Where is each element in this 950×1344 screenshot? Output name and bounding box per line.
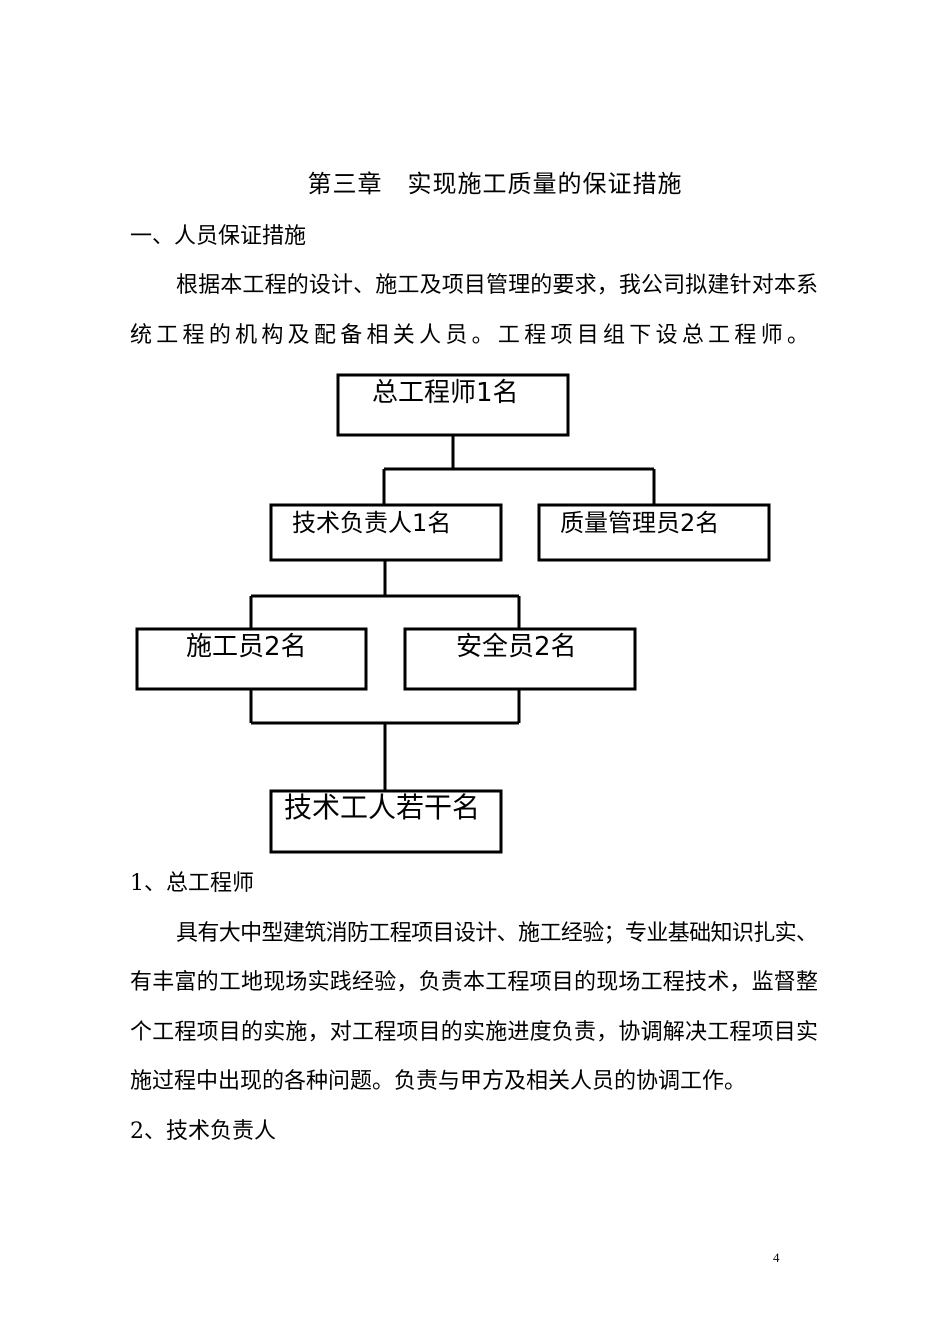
label-tech-workers: 技术工人若干名 [284,791,480,824]
label-constructor: 施工员2名 [186,632,307,662]
intro-paragraph-line-2: 统工程的机构及配备相关人员。工程项目组下设总工程师。 [130,323,814,348]
label-quality-manager: 质量管理员2名 [560,509,719,537]
item1-line-2: 有丰富的工地现场实践经验，负责本工程项目的现场工程技术，监督整 [130,970,819,995]
page-number: 4 [773,1250,780,1265]
item1-heading: 1、总工程师 [130,871,254,896]
section-heading: 一、人员保证措施 [130,224,307,249]
chapter-title: 第三章 实现施工质量的保证措施 [307,170,683,198]
label-chief-engineer: 总工程师1名 [372,378,519,408]
item1-line-4: 施过程中出现的各种问题。负责与甲方及相关人员的协调工作。 [130,1069,747,1094]
item1-line-1: 具有大中型建筑消防工程项目设计、施工经验；专业基础知识扎实、 [176,921,818,946]
label-safety-officer: 安全员2名 [456,632,577,662]
intro-paragraph-line-1: 根据本工程的设计、施工及项目管理的要求，我公司拟建针对本系 [176,273,819,298]
item2-heading: 2、技术负责人 [130,1119,276,1144]
item1-line-3: 个工程项目的实施，对工程项目的实施进度负责，协调解决工程项目实 [130,1020,819,1045]
label-tech-lead: 技术负责人1名 [292,509,451,537]
